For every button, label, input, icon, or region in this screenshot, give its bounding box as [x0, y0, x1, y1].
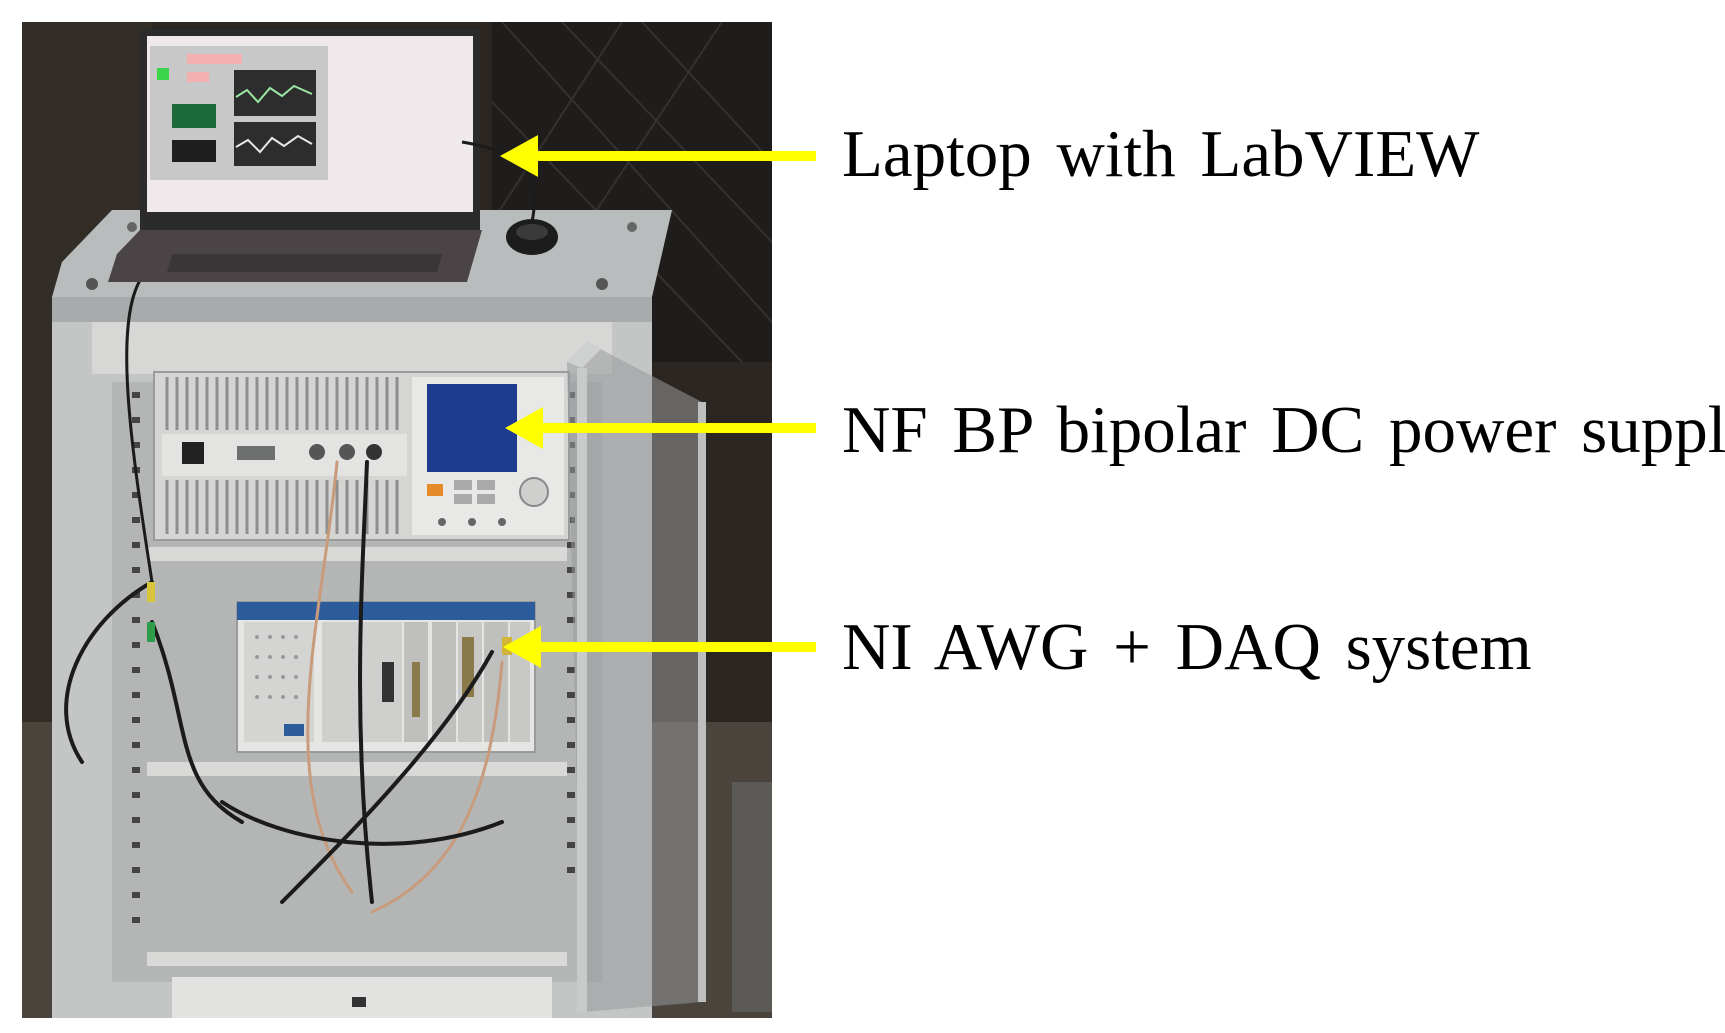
power-supply-unit — [153, 371, 570, 541]
callout-ni-system-label: NI AWG + DAQ system — [842, 610, 1532, 684]
arrow-laptop — [500, 135, 816, 177]
equipment-rack-photo — [22, 22, 772, 1018]
arrow-ni-system — [503, 626, 816, 668]
arrow-power-supply — [505, 407, 816, 449]
pxi-chassis — [236, 601, 536, 753]
callout-power-supply-label: NF BP bipolar DC power supply — [842, 393, 1725, 467]
callout-laptop-label: Laptop with LabVIEW — [842, 117, 1480, 191]
laptop — [108, 30, 558, 282]
